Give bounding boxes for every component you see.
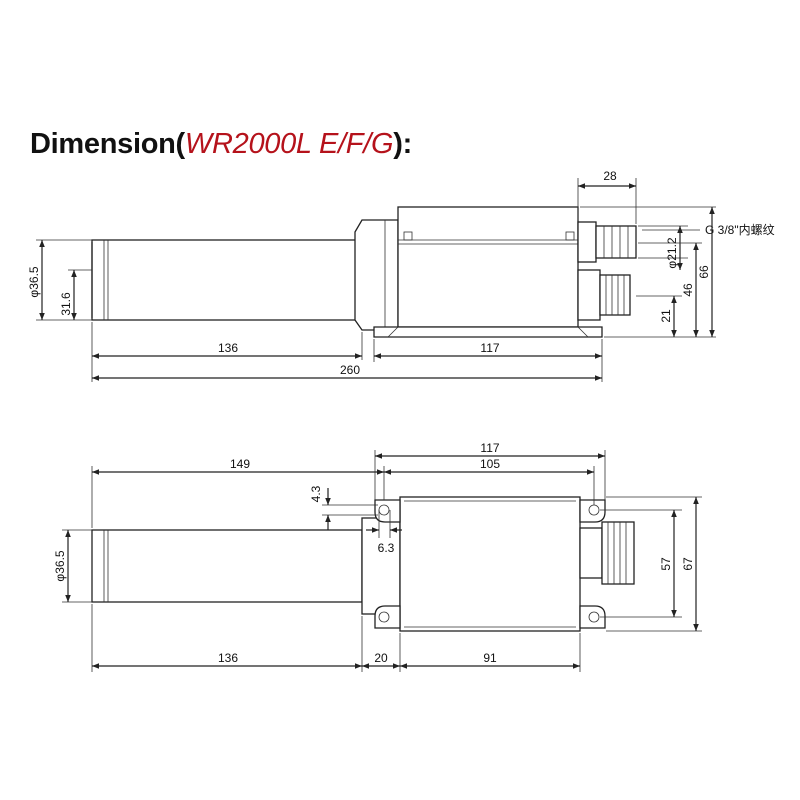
dim-height-small: 31.6	[59, 292, 73, 316]
side-collar	[354, 219, 399, 331]
side-box	[373, 206, 603, 338]
thread-note: G 3/8"内螺纹	[705, 223, 775, 237]
top-view: 149 117 105 4.3 6.3 φ36.5 136	[53, 441, 702, 672]
dim-diameter-top: φ36.5	[53, 550, 67, 581]
dim-diameter-side: φ36.5	[27, 266, 41, 297]
side-fitting	[577, 221, 637, 263]
dim-total-height: 66	[697, 265, 711, 279]
side-tube	[91, 239, 363, 321]
top-neck	[361, 517, 401, 615]
dim-left-offset: 149	[230, 457, 250, 471]
side-cable-gland	[577, 269, 631, 321]
dim-width: 67	[681, 557, 695, 571]
dim-top-box-length: 117	[480, 441, 499, 455]
dim-fitting-length: 28	[603, 169, 617, 183]
dim-total-length: 260	[340, 363, 360, 377]
dim-body-length: 91	[483, 651, 497, 665]
dim-top-tube-length: 136	[218, 651, 238, 665]
title-prefix: Dimension(	[30, 128, 185, 160]
dim-neck-length: 20	[374, 651, 388, 665]
top-mounting-tabs	[374, 499, 606, 629]
side-view: φ36.5 31.6 136 117 260 28 G 3/8"内螺纹 φ21.…	[27, 169, 775, 382]
top-tube	[91, 529, 363, 603]
dim-box-length: 117	[480, 341, 499, 355]
title-model: WR2000L E/F/G	[184, 128, 394, 160]
dim-gland-height: 21	[659, 309, 673, 323]
dim-hole-spacing: 105	[480, 457, 500, 471]
dim-hole-spacing-v: 57	[659, 557, 673, 571]
top-cable-gland	[579, 521, 635, 585]
top-box	[399, 496, 581, 632]
dim-tube-length: 136	[218, 341, 238, 355]
dim-slot-width: 4.3	[309, 485, 323, 502]
drawing-title: Dimension(WR2000L E/F/G):	[30, 128, 412, 161]
dim-slot-length: 6.3	[378, 541, 395, 555]
dim-mid-height: 46	[681, 283, 695, 297]
title-suffix: ):	[393, 128, 412, 160]
dim-fitting-diameter: φ21.2	[665, 237, 679, 268]
